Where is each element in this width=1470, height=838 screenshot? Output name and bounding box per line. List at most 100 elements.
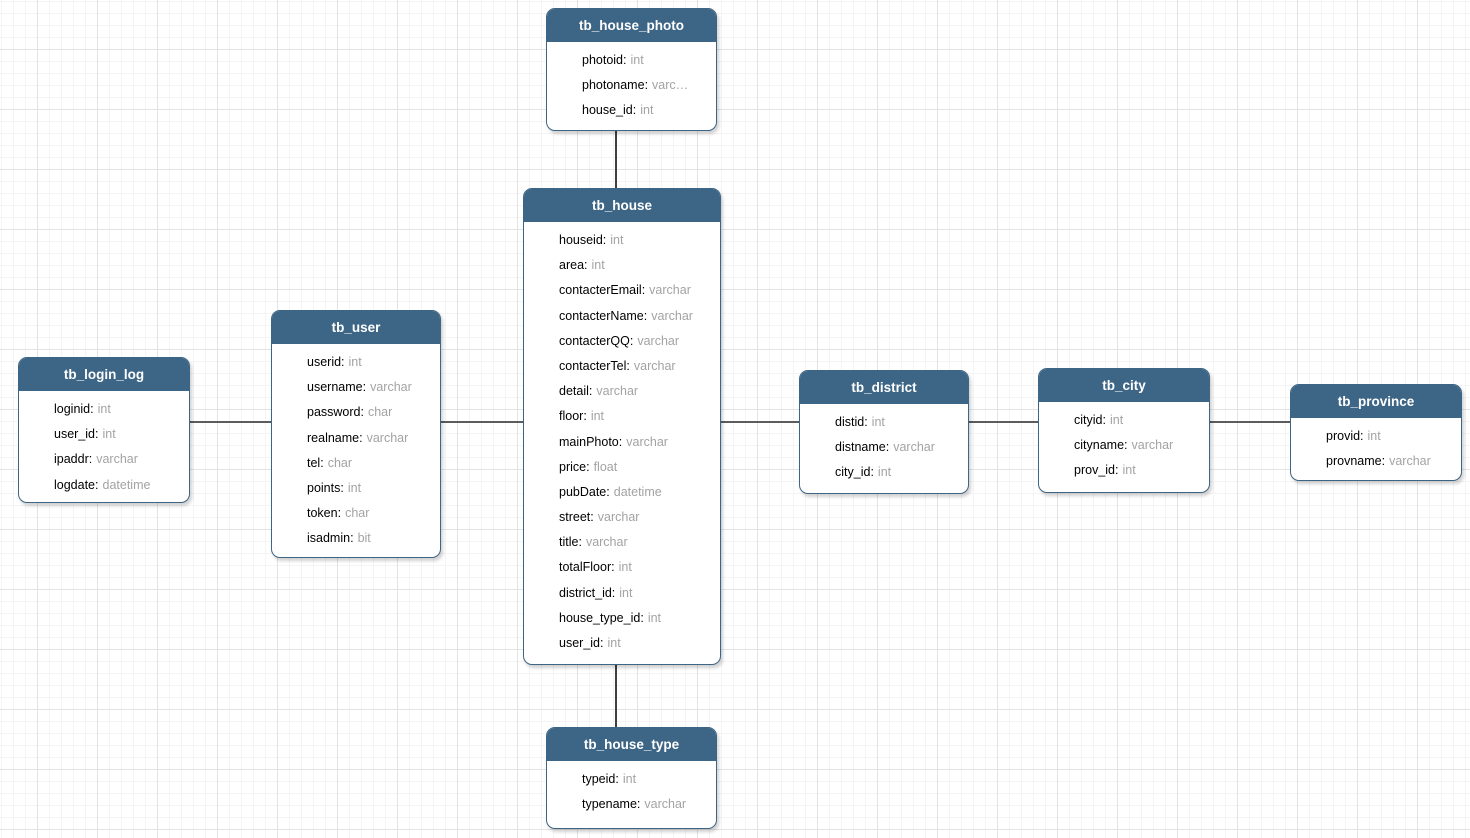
- table-row[interactable]: loginid:int: [19, 397, 189, 422]
- table-row[interactable]: password:char: [272, 400, 440, 425]
- field-name: totalFloor: [559, 560, 612, 575]
- field-separator: :: [618, 434, 623, 449]
- table-row[interactable]: houseid:int: [524, 228, 720, 253]
- table-row[interactable]: ipaddr:varchar: [19, 447, 189, 472]
- field-name: username: [307, 380, 363, 395]
- relationship-line-tb_city-tb_province: [1210, 421, 1290, 423]
- field-separator: :: [644, 78, 649, 93]
- field-name: realname: [307, 430, 360, 445]
- relationship-line-tb_user-tb_house: [441, 421, 523, 423]
- field-separator: :: [95, 427, 99, 442]
- table-row[interactable]: provid:int: [1291, 424, 1461, 449]
- table-row[interactable]: pubDate:datetime: [524, 480, 720, 505]
- table-row[interactable]: user_id:int: [524, 631, 720, 656]
- field-type: varchar: [637, 333, 680, 348]
- field-separator: :: [1115, 463, 1119, 478]
- table-row[interactable]: token:char: [272, 501, 440, 526]
- field-type: varchar: [370, 380, 412, 395]
- table-row[interactable]: provname:varchar: [1291, 449, 1461, 474]
- table-row[interactable]: contacterQQ:varchar: [524, 329, 720, 354]
- field-separator: :: [615, 772, 619, 786]
- field-name: title: [559, 535, 579, 550]
- table-title: tb_province: [1291, 385, 1461, 418]
- table-row[interactable]: points:int: [272, 476, 440, 501]
- table-row[interactable]: house_id:int: [547, 98, 716, 123]
- field-type: int: [622, 772, 637, 786]
- field-type: int: [1367, 429, 1381, 443]
- table-row[interactable]: street:varchar: [524, 505, 720, 530]
- field-name: cityname: [1074, 438, 1125, 453]
- field-type: int: [591, 258, 605, 273]
- field-type: int: [1109, 413, 1124, 427]
- table-row[interactable]: house_type_id:int: [524, 606, 720, 631]
- table-row[interactable]: typeid:int: [547, 767, 716, 792]
- field-name: pubDate: [559, 484, 607, 499]
- field-name: city_id: [835, 465, 871, 480]
- field-name: provid: [1326, 429, 1361, 443]
- field-type: varchar: [597, 510, 640, 525]
- table-row[interactable]: contacterName:varchar: [524, 304, 720, 329]
- field-separator: :: [864, 415, 868, 429]
- relationship-line-tb_house-tb_house_type: [615, 665, 617, 727]
- table-row[interactable]: floor:int: [524, 404, 720, 429]
- table-row[interactable]: logdate:datetime: [19, 473, 189, 498]
- table-row[interactable]: userid:int: [272, 350, 440, 375]
- table-row[interactable]: totalFloor:int: [524, 555, 720, 580]
- field-separator: :: [583, 409, 587, 424]
- table-row[interactable]: contacterEmail:varchar: [524, 278, 720, 303]
- field-name: typeid: [582, 772, 616, 786]
- table-row[interactable]: mainPhoto:varchar: [524, 430, 720, 455]
- field-type: char: [367, 405, 393, 420]
- table-row[interactable]: distid:int: [800, 410, 968, 435]
- table-row[interactable]: photoname:varc…: [547, 73, 716, 98]
- field-type: varchar: [366, 430, 409, 445]
- table-row[interactable]: price:float: [524, 455, 720, 480]
- table-row[interactable]: photoid:int: [547, 48, 716, 73]
- table-row[interactable]: area:int: [524, 253, 720, 278]
- field-type: varchar: [1389, 454, 1431, 469]
- table-row[interactable]: prov_id:int: [1039, 458, 1209, 483]
- field-type: datetime: [613, 484, 662, 499]
- table-row[interactable]: realname:varchar: [272, 426, 440, 451]
- table-row[interactable]: username:varchar: [272, 375, 440, 400]
- table-row[interactable]: detail:varchar: [524, 379, 720, 404]
- field-name: tel: [307, 455, 321, 470]
- relationship-line-tb_house_photo-tb_house: [615, 131, 617, 188]
- field-separator: :: [588, 384, 593, 399]
- table-row[interactable]: tel:char: [272, 451, 440, 476]
- field-type: varchar: [596, 384, 639, 399]
- field-separator: :: [95, 477, 99, 492]
- table-row[interactable]: district_id:int: [524, 581, 720, 606]
- table-row[interactable]: distname:varchar: [800, 435, 968, 460]
- table-row[interactable]: user_id:int: [19, 422, 189, 447]
- field-name: mainPhoto: [559, 434, 619, 449]
- field-separator: :: [611, 560, 615, 575]
- table-row[interactable]: cityid:int: [1039, 408, 1209, 433]
- field-separator: :: [626, 358, 630, 373]
- field-type: datetime: [102, 477, 151, 492]
- table-row[interactable]: cityname:varchar: [1039, 433, 1209, 458]
- field-name: price: [559, 459, 587, 474]
- table-row[interactable]: contacterTel:varchar: [524, 354, 720, 379]
- table-row[interactable]: title:varchar: [524, 530, 720, 555]
- field-type: int: [877, 465, 892, 480]
- table-row[interactable]: typename:varchar: [547, 792, 716, 817]
- field-type: int: [640, 103, 654, 118]
- table-row[interactable]: city_id:int: [800, 460, 968, 485]
- table-row[interactable]: isadmin:bit: [272, 526, 440, 551]
- field-type: float: [593, 459, 618, 474]
- field-name: prov_id: [1074, 463, 1115, 478]
- field-type: varchar: [1131, 438, 1174, 453]
